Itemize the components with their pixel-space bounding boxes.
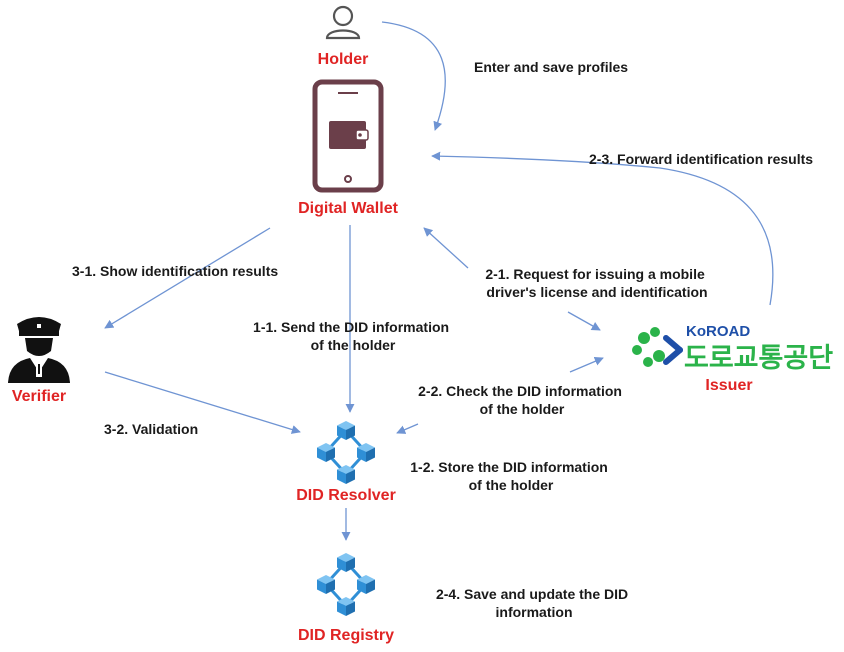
- verifier-label: Verifier: [12, 388, 66, 405]
- resolver-label: DID Resolver: [296, 487, 396, 504]
- edge-label-forward-results: 2-3. Forward identification results: [589, 151, 813, 167]
- arrow-wallet-to-verifier: [104, 227, 271, 329]
- issuer-label: Issuer: [705, 377, 752, 394]
- koroad-brand: KoROAD: [686, 323, 750, 340]
- blockchain-cubes-icon: [317, 553, 375, 616]
- wallet-label: Digital Wallet: [298, 200, 399, 217]
- arrow-verifier-to-resolver: [104, 371, 301, 434]
- koroad-korean-name: 도로교통공단: [684, 343, 833, 374]
- issuer-node: KoROAD 도로교통공단 Issuer: [632, 323, 833, 394]
- resolver-node: DID Resolver: [296, 421, 396, 504]
- arrow-issuer-to-wallet-request: [423, 227, 469, 269]
- arrow-check-to-resolver: [396, 423, 419, 434]
- edge-label-request-issue: 2-1. Request for issuing a mobile driver…: [485, 266, 708, 300]
- koroad-logo-icon: KoROAD 도로교통공단: [632, 323, 833, 374]
- arrow-holder-to-wallet: [381, 21, 446, 131]
- registry-label: DID Registry: [298, 627, 394, 644]
- verifier-node: Verifier: [8, 317, 70, 405]
- registry-node: DID Registry: [298, 553, 394, 644]
- smartphone-wallet-icon: [312, 79, 384, 193]
- holder-node: Holder: [318, 5, 369, 68]
- arrow-issuer-to-wallet: [431, 151, 774, 306]
- edge-label-show-results: 3-1. Show identification results: [72, 263, 278, 279]
- edge-label-check-did: 2-2. Check the DID information of the ho…: [418, 383, 626, 417]
- edge-label-enter-save: Enter and save profiles: [474, 59, 628, 75]
- edge-label-send-did: 1-1. Send the DID information of the hol…: [253, 319, 453, 353]
- arrows: [104, 21, 774, 541]
- edge-labels: Enter and save profiles 2-3. Forward ide…: [72, 59, 813, 620]
- blockchain-cubes-icon: [317, 421, 375, 484]
- police-officer-icon: [8, 317, 70, 383]
- arrow-wallet-to-issuer: [567, 311, 601, 331]
- edge-label-save-update: 2-4. Save and update the DID information: [436, 586, 632, 620]
- edge-label-validation: 3-2. Validation: [104, 421, 198, 437]
- edge-label-store-did: 1-2. Store the DID information of the ho…: [410, 459, 611, 493]
- arrow-resolver-to-issuer: [569, 357, 604, 373]
- person-outline-icon: [325, 5, 361, 40]
- wallet-node: Digital Wallet: [298, 79, 399, 217]
- holder-label: Holder: [318, 51, 369, 68]
